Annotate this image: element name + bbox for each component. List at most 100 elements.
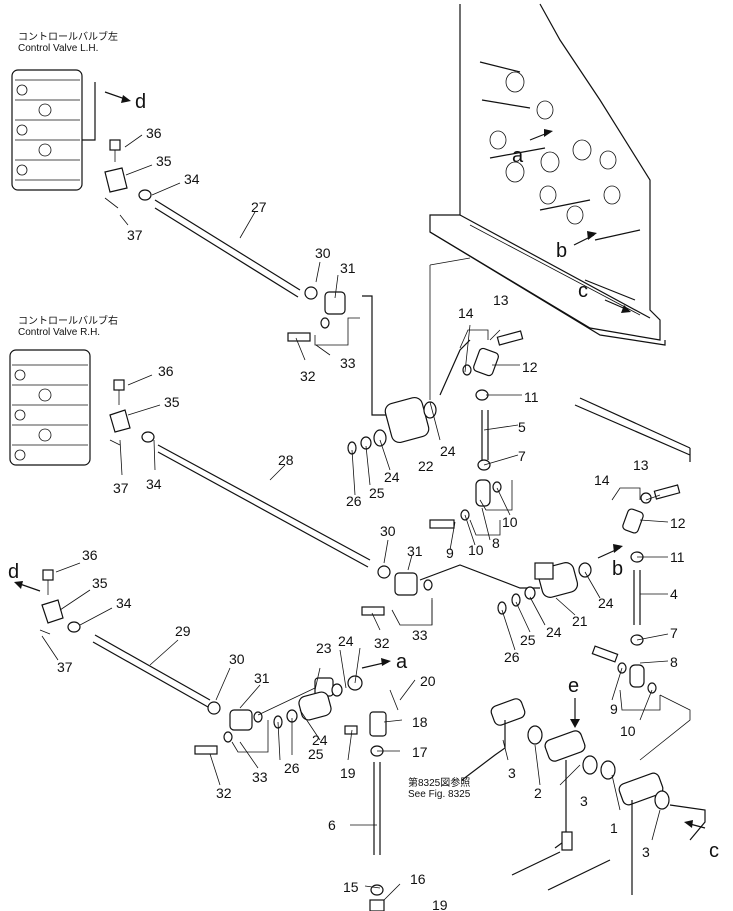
part-label-12: 12 — [670, 515, 686, 531]
part-label-30: 30 — [315, 245, 331, 261]
lever-shaft-22 — [347, 329, 524, 455]
control-valve-rh — [9, 349, 91, 466]
part-label-17: 17 — [412, 744, 428, 760]
part-label-11: 11 — [670, 549, 685, 565]
part-labels: 36 35 34 37 27 30 31 33 32 36 35 34 37 2… — [57, 125, 686, 911]
rod-27-assembly — [104, 139, 388, 416]
leader-lines — [41, 134, 669, 901]
part-label-4: 4 — [670, 586, 678, 602]
part-label-24: 24 — [312, 732, 328, 748]
part-label-32: 32 — [216, 785, 232, 801]
part-label-34: 34 — [116, 595, 132, 611]
part-label-19: 19 — [432, 897, 448, 911]
part-label-28: 28 — [278, 452, 294, 468]
part-label-15: 15 — [343, 879, 359, 895]
rod-28-assembly — [109, 379, 540, 626]
part-label-33: 33 — [412, 627, 428, 643]
ref-d-lower: d — [8, 561, 19, 583]
part-label-14: 14 — [458, 305, 474, 321]
part-label-26: 26 — [284, 760, 300, 776]
part-label-8: 8 — [492, 535, 500, 551]
part-label-16: 16 — [410, 871, 426, 887]
caption-lh-en: Control Valve L.H. — [18, 43, 99, 54]
part-label-36: 36 — [158, 363, 174, 379]
ref-e: e — [568, 675, 579, 697]
part-label-7: 7 — [518, 448, 526, 464]
part-label-25: 25 — [308, 746, 324, 762]
control-valve-lh-caption: コントロールバルブ左 Control Valve L.H. — [18, 32, 118, 54]
frame-plate — [429, 3, 691, 462]
lever-shaft-21 — [497, 484, 681, 615]
part-label-9: 9 — [610, 701, 618, 717]
part-label-29: 29 — [175, 623, 191, 639]
part-label-24: 24 — [598, 595, 614, 611]
part-label-34: 34 — [146, 476, 162, 492]
lever-23-assembly — [257, 675, 399, 911]
part-label-25: 25 — [520, 632, 536, 648]
part-label-23: 23 — [316, 640, 332, 656]
part-label-18: 18 — [412, 714, 428, 730]
rod-4-assembly — [591, 570, 691, 761]
part-label-27: 27 — [251, 199, 267, 215]
part-label-10: 10 — [502, 514, 518, 530]
caption-see-en: See Fig. 8325 — [408, 789, 471, 800]
caption-rh-jp: コントロールバルブ右 — [18, 316, 118, 327]
part-label-6: 6 — [328, 817, 336, 833]
part-label-24: 24 — [338, 633, 354, 649]
see-figure-caption: 第8325図参照 See Fig. 8325 — [408, 778, 470, 800]
part-label-22: 22 — [418, 458, 434, 474]
part-label-30: 30 — [380, 523, 396, 539]
part-label-31: 31 — [407, 543, 423, 559]
rod-5-assembly — [429, 389, 513, 536]
part-label-30: 30 — [229, 651, 245, 667]
ref-b-lower: b — [612, 558, 623, 580]
part-label-5: 5 — [518, 419, 526, 435]
ref-arrows — [14, 91, 706, 829]
part-label-26: 26 — [504, 649, 520, 665]
part-label-20: 20 — [420, 673, 436, 689]
ref-a-upper: a — [512, 145, 524, 167]
ref-c-upper: c — [578, 280, 588, 302]
part-label-35: 35 — [92, 575, 108, 591]
part-label-24: 24 — [546, 624, 562, 640]
part-label-10: 10 — [620, 723, 636, 739]
ref-a-lower: a — [396, 651, 408, 673]
rod-29-assembly — [39, 569, 269, 755]
part-label-12: 12 — [522, 359, 538, 375]
part-label-3: 3 — [642, 844, 650, 860]
part-label-24: 24 — [384, 469, 400, 485]
part-label-33: 33 — [252, 769, 268, 785]
control-valve-lh — [11, 69, 96, 191]
control-valve-rh-caption: コントロールバルブ右 Control Valve R.H. — [18, 316, 118, 338]
part-label-3: 3 — [508, 765, 516, 781]
ref-d-upper: d — [135, 91, 146, 113]
part-label-9: 9 — [446, 545, 454, 561]
part-label-37: 37 — [57, 659, 73, 675]
part-label-19: 19 — [340, 765, 356, 781]
caption-see-jp: 第8325図参照 — [408, 778, 471, 789]
part-label-36: 36 — [82, 547, 98, 563]
part-label-8: 8 — [670, 654, 678, 670]
caption-rh-en: Control Valve R.H. — [18, 327, 101, 338]
part-label-10: 10 — [468, 542, 484, 558]
part-label-7: 7 — [670, 625, 678, 641]
part-label-13: 13 — [633, 457, 649, 473]
part-label-32: 32 — [374, 635, 390, 651]
caption-lh-jp: コントロールバルブ左 — [18, 32, 118, 43]
part-label-24: 24 — [440, 443, 456, 459]
part-label-36: 36 — [146, 125, 162, 141]
cross-shafts — [461, 698, 706, 895]
part-label-37: 37 — [113, 480, 129, 496]
ref-c-lower: c — [709, 840, 719, 862]
part-label-25: 25 — [369, 485, 385, 501]
part-label-11: 11 — [524, 389, 539, 405]
part-label-31: 31 — [340, 260, 356, 276]
part-label-3: 3 — [580, 793, 588, 809]
part-label-14: 14 — [594, 472, 610, 488]
ref-b-upper: b — [556, 240, 567, 262]
part-label-31: 31 — [254, 670, 270, 686]
part-label-21: 21 — [572, 613, 588, 629]
part-label-35: 35 — [156, 153, 172, 169]
